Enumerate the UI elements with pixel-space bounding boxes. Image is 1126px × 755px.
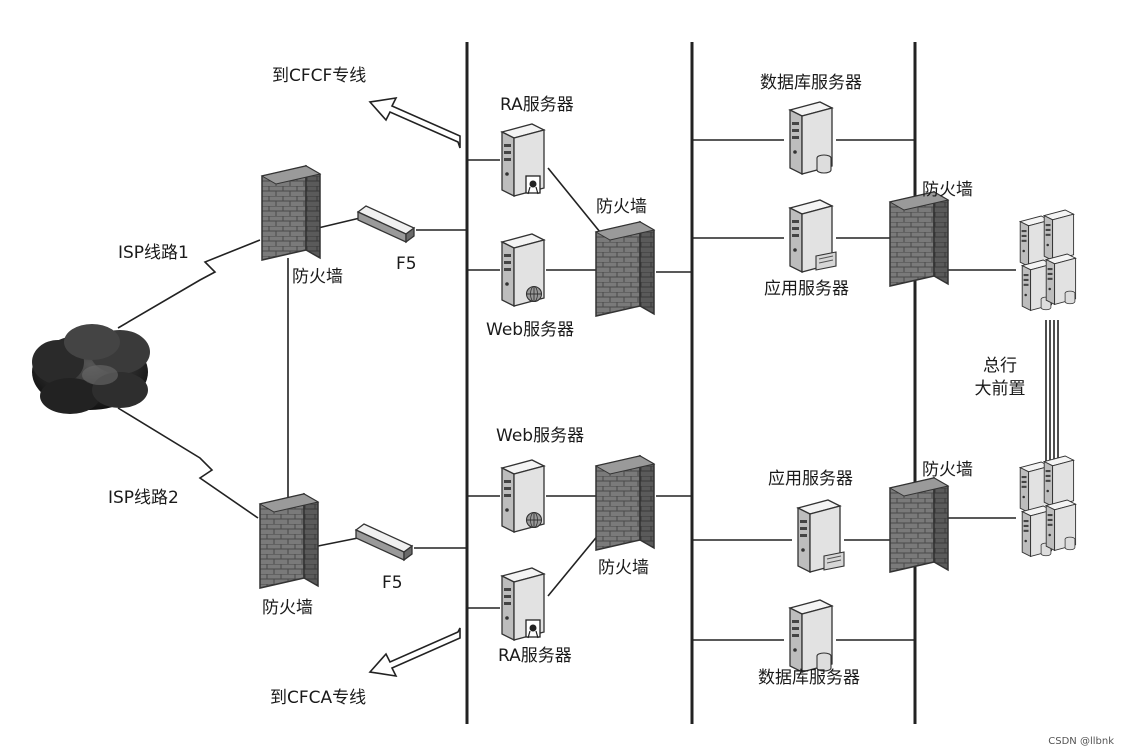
firewall-core-top-icon (889, 191, 949, 287)
web-server-top-icon (502, 234, 544, 306)
label-app-server-bottom: 应用服务器 (768, 469, 853, 489)
label-db-server-bottom: 数据库服务器 (758, 668, 860, 688)
isp1-link (117, 239, 261, 329)
firewall-dmz-bottom-icon (595, 455, 655, 551)
label-cfca-line: 到CFCA专线 (270, 688, 367, 708)
firewall-core-bottom-icon (889, 477, 949, 573)
ra-server-top-icon (502, 124, 544, 196)
db-server-bottom-icon (790, 600, 832, 672)
db-server-top-icon (790, 102, 832, 174)
internet-cloud-icon (32, 324, 150, 414)
app-server-top-icon (790, 200, 836, 272)
label-isp1: ISP线路1 (118, 243, 189, 263)
label-db-server-top: 数据库服务器 (760, 73, 862, 93)
firewall-edge-bottom-icon (259, 493, 319, 589)
arrow-to-cfcf (368, 96, 461, 149)
watermark: CSDN @llbnk (1048, 736, 1114, 747)
label-firewall-dmz-bottom: 防火墙 (598, 558, 649, 578)
label-hq-front: 总行 大前置 (974, 356, 1026, 399)
label-isp2: ISP线路2 (108, 488, 179, 508)
app-server-bottom-icon (798, 500, 844, 572)
web-server-bottom-icon (502, 460, 544, 532)
hq-cluster-bottom-icon (1020, 456, 1075, 556)
arrow-to-cfca (368, 627, 461, 678)
label-firewall-edge-bottom: 防火墙 (262, 598, 313, 618)
label-f5-top: F5 (396, 254, 417, 274)
label-web-server-bottom: Web服务器 (496, 426, 585, 446)
label-ra-server-top: RA服务器 (500, 95, 574, 115)
label-firewall-edge-top: 防火墙 (292, 267, 343, 287)
label-web-server-top: Web服务器 (486, 320, 575, 340)
label-firewall-core-bottom: 防火墙 (922, 460, 973, 480)
label-f5-bottom: F5 (382, 573, 403, 593)
connection-lines (117, 139, 1059, 641)
label-firewall-dmz-top: 防火墙 (596, 197, 647, 217)
hq-cluster-top-icon (1020, 210, 1075, 310)
backbone-lines (465, 42, 917, 724)
label-firewall-core-top: 防火墙 (922, 180, 973, 200)
firewall-edge-top-icon (261, 165, 321, 261)
f5-bottom-icon (355, 523, 413, 561)
isp2-link (117, 407, 259, 519)
f5-top-icon (357, 205, 415, 243)
label-app-server-top: 应用服务器 (764, 279, 849, 299)
label-cfcf-line: 到CFCF专线 (272, 66, 367, 86)
ra-server-bottom-icon (502, 568, 544, 640)
firewall-dmz-top-icon (595, 221, 655, 317)
label-ra-server-bottom: RA服务器 (498, 646, 572, 666)
